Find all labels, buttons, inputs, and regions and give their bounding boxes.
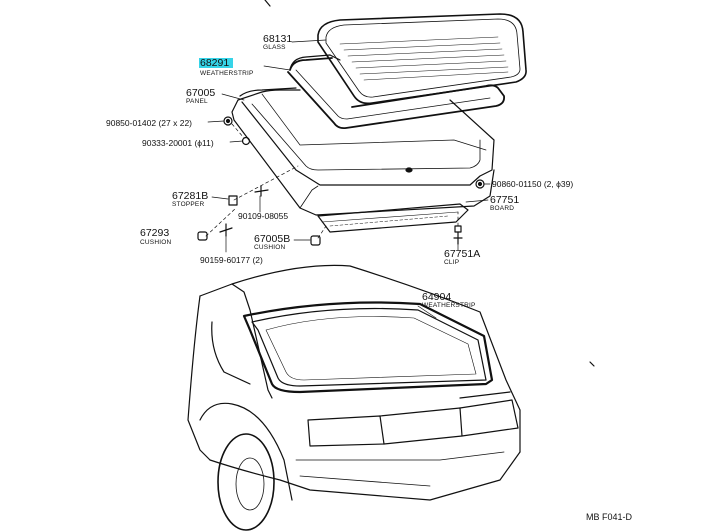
leader-lines	[207, 39, 491, 319]
top-fragment-line	[264, 0, 271, 7]
label-bolt-2: 90333-20001 (ϕ11)	[142, 138, 214, 148]
clip-screw-icon	[219, 223, 233, 237]
highlight-marker	[199, 58, 233, 68]
label-board-name: BOARD	[490, 205, 514, 212]
figure-code: MB F041-D	[586, 512, 633, 522]
glass-part	[317, 13, 527, 105]
screw-icon	[254, 185, 269, 197]
clip-icon	[453, 231, 463, 245]
label-stopper-name: STOPPER	[172, 201, 204, 208]
glass-defroster-lines	[339, 36, 509, 81]
back-door-panel	[231, 87, 495, 216]
label-bolt-3: 90860-01150 (2, ϕ39)	[492, 179, 573, 189]
label-cushion-right-number: 67005B	[254, 233, 290, 245]
label-clip-number: 67751A	[444, 248, 480, 260]
label-glass-number: 68131	[263, 33, 292, 45]
assembly-lines	[205, 123, 459, 239]
cushion-left-icon	[197, 231, 208, 241]
cushion-right-icon	[310, 235, 321, 246]
label-cushion-left-name: CUSHION	[140, 239, 171, 246]
label-opening-weatherstrip-name: WEATHERSTRIP	[422, 302, 476, 309]
stopper-icon	[228, 195, 238, 206]
label-cushion-left-number: 67293	[140, 227, 169, 239]
label-panel-number: 67005	[186, 87, 215, 99]
label-screw-1: 90109-08055	[238, 211, 288, 221]
panel-lock-hole	[405, 167, 413, 173]
labels: 68131 GLASS 68291 WEATHERSTRIP 67005 PAN…	[106, 33, 633, 522]
label-weatherstrip-name: WEATHERSTRIP	[200, 70, 254, 77]
label-board-number: 67751	[490, 194, 519, 206]
label-bolt-1: 90850-01402 (27 x 22)	[106, 118, 192, 128]
label-cushion-right-name: CUSHION	[254, 244, 285, 251]
board-part	[317, 203, 469, 233]
label-panel-name: PANEL	[186, 98, 208, 105]
label-stopper-number: 67281B	[172, 190, 208, 202]
label-clip-name: CLIP	[444, 259, 459, 266]
label-weatherstrip-number: 68291	[200, 57, 229, 69]
label-glass-name: GLASS	[263, 44, 286, 51]
hardware-parts	[197, 116, 485, 246]
glass-weatherstrip-part	[287, 54, 505, 130]
label-opening-weatherstrip-number: 64904	[422, 291, 451, 303]
label-clip-screw: 90159-60177 (2)	[200, 255, 263, 265]
grommet-icon	[241, 136, 251, 146]
rear-wheel	[217, 433, 275, 531]
car-body	[187, 264, 595, 531]
